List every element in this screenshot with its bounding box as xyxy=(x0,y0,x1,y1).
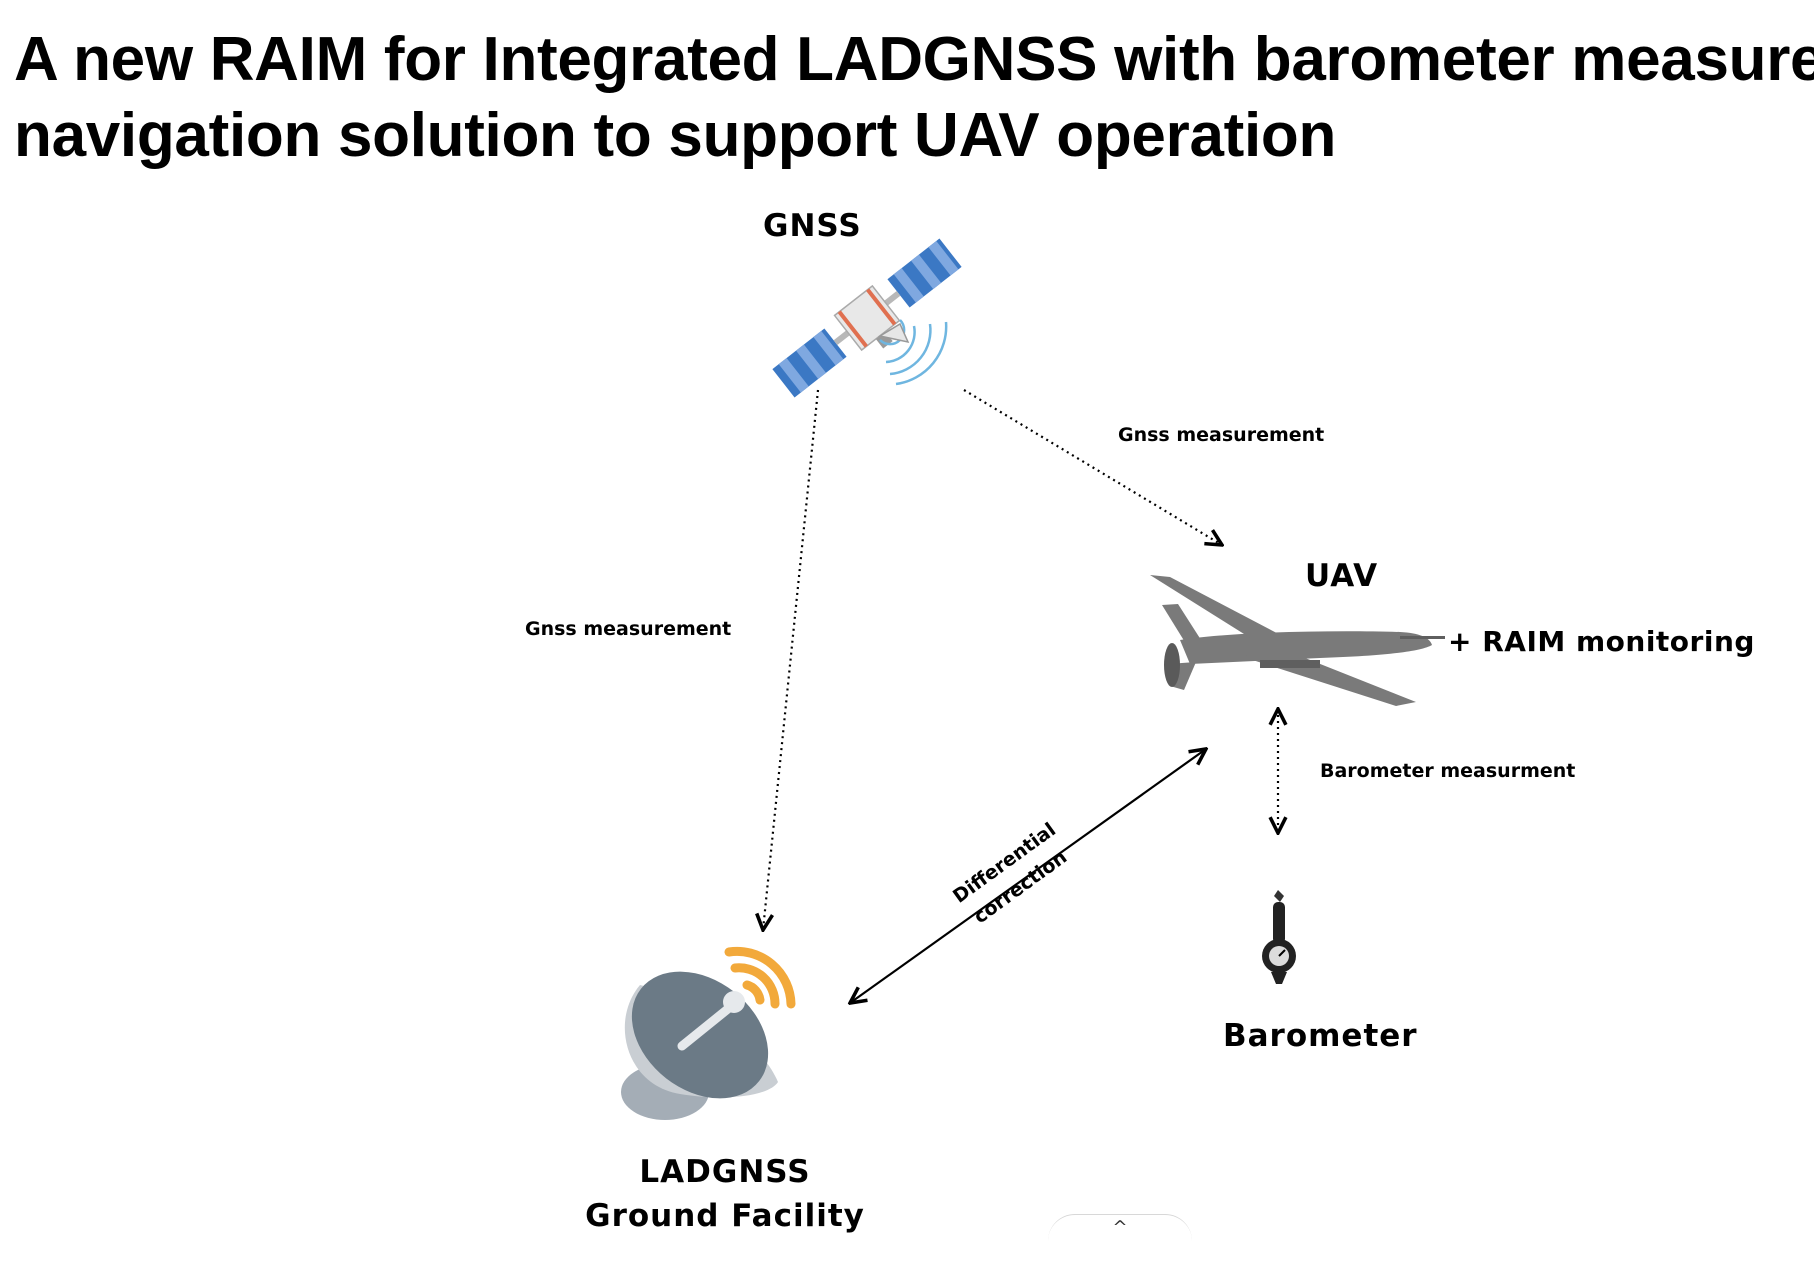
ground-facility-label-line2: Ground Facility xyxy=(585,1198,865,1234)
uav-label: UAV xyxy=(1305,558,1379,594)
drone-icon xyxy=(1150,575,1445,706)
page-title: A new RAIM for Integrated LADGNSS with b… xyxy=(14,22,1814,172)
title-line-2: navigation solution to support UAV opera… xyxy=(14,101,1337,170)
edge-ground-uav xyxy=(850,749,1206,1003)
scroll-up-button[interactable]: ^ xyxy=(1048,1214,1192,1241)
satellite-dish-icon xyxy=(621,946,796,1120)
edge-gnss-to-uav xyxy=(963,389,1222,545)
raim-monitoring-label: + RAIM monitoring xyxy=(1448,625,1755,658)
barometer-label: Barometer xyxy=(1223,1018,1418,1054)
ground-facility-label-line1: LADGNSS xyxy=(639,1154,811,1190)
edge-label-gnss-uav: Gnss measurement xyxy=(1118,424,1325,446)
edge-label-gnss-ground: Gnss measurement xyxy=(525,618,732,640)
gnss-label: GNSS xyxy=(763,208,862,244)
title-line-1: A new RAIM for Integrated LADGNSS with b… xyxy=(14,25,1814,94)
edge-gnss-to-ground xyxy=(763,389,820,930)
edge-label-uav-barometer: Barometer measurment xyxy=(1320,760,1576,782)
ground-facility-label: LADGNSS Ground Facility xyxy=(560,1150,890,1238)
barometer-icon xyxy=(1262,890,1296,984)
satellite-icon xyxy=(772,238,962,398)
